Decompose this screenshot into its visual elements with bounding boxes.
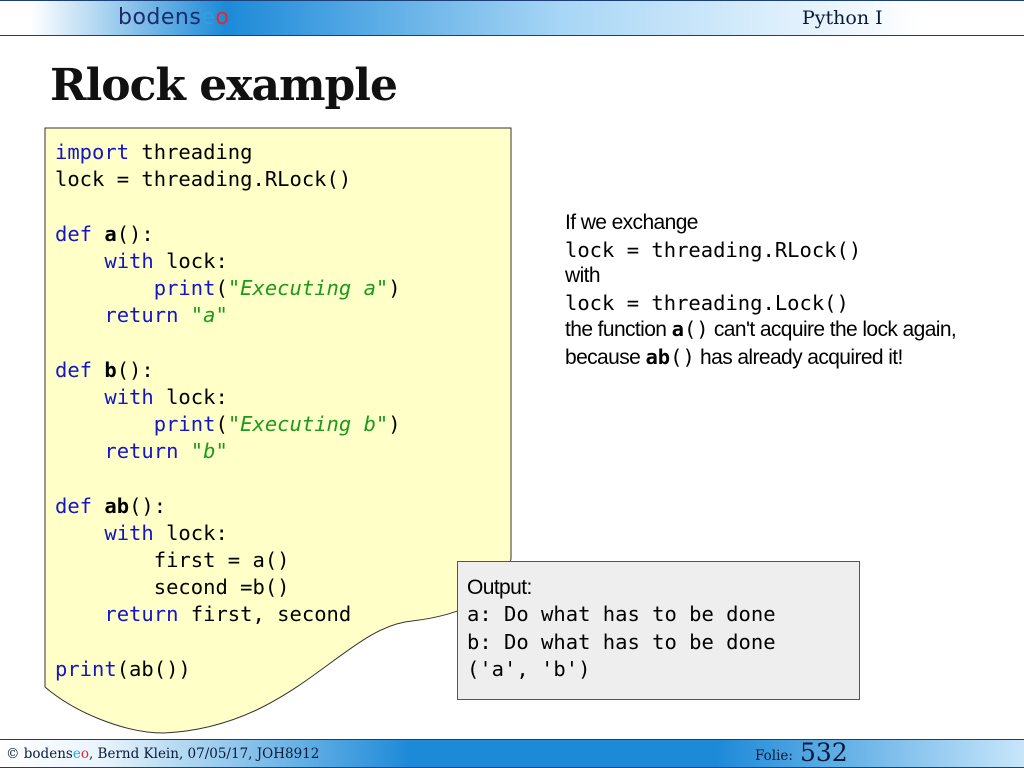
explanation-text: If we exchange lock = threading.RLock() … [565,210,985,371]
explanation-code-2: lock = threading.Lock() [565,290,849,315]
code-listing: import threading lock = threading.RLock(… [55,140,401,681]
output-line: a: Do what has to be done [467,602,776,626]
code-box: import threading lock = threading.RLock(… [44,127,512,737]
slide-number-label: Folie: [755,748,793,764]
explanation-line-2: with [565,264,601,287]
bodenseo-logo: bodenseo [118,5,230,30]
explanation-code-1: lock = threading.RLock() [565,237,862,262]
output-line: ('a', 'b') [467,657,591,681]
explanation-line-1: If we exchange [565,211,698,234]
copyright-text: © bodenseo, Bernd Klein, 07/05/17, JOH89… [6,746,320,762]
header-bar: bodenseo Python I [0,0,1024,36]
output-line: b: Do what has to be done [467,629,776,654]
slide-number: 532 [800,738,848,767]
output-label: Output: [467,576,532,599]
course-title: Python I [802,7,883,29]
slide-title: Rlock example [50,60,398,111]
footer-bar: © bodenseo, Bernd Klein, 07/05/17, JOH89… [0,738,1024,768]
explanation-paragraph: the function a() can't acquire the lock … [565,317,957,369]
output-box: Output: a: Do what has to be done b: Do … [457,561,860,700]
